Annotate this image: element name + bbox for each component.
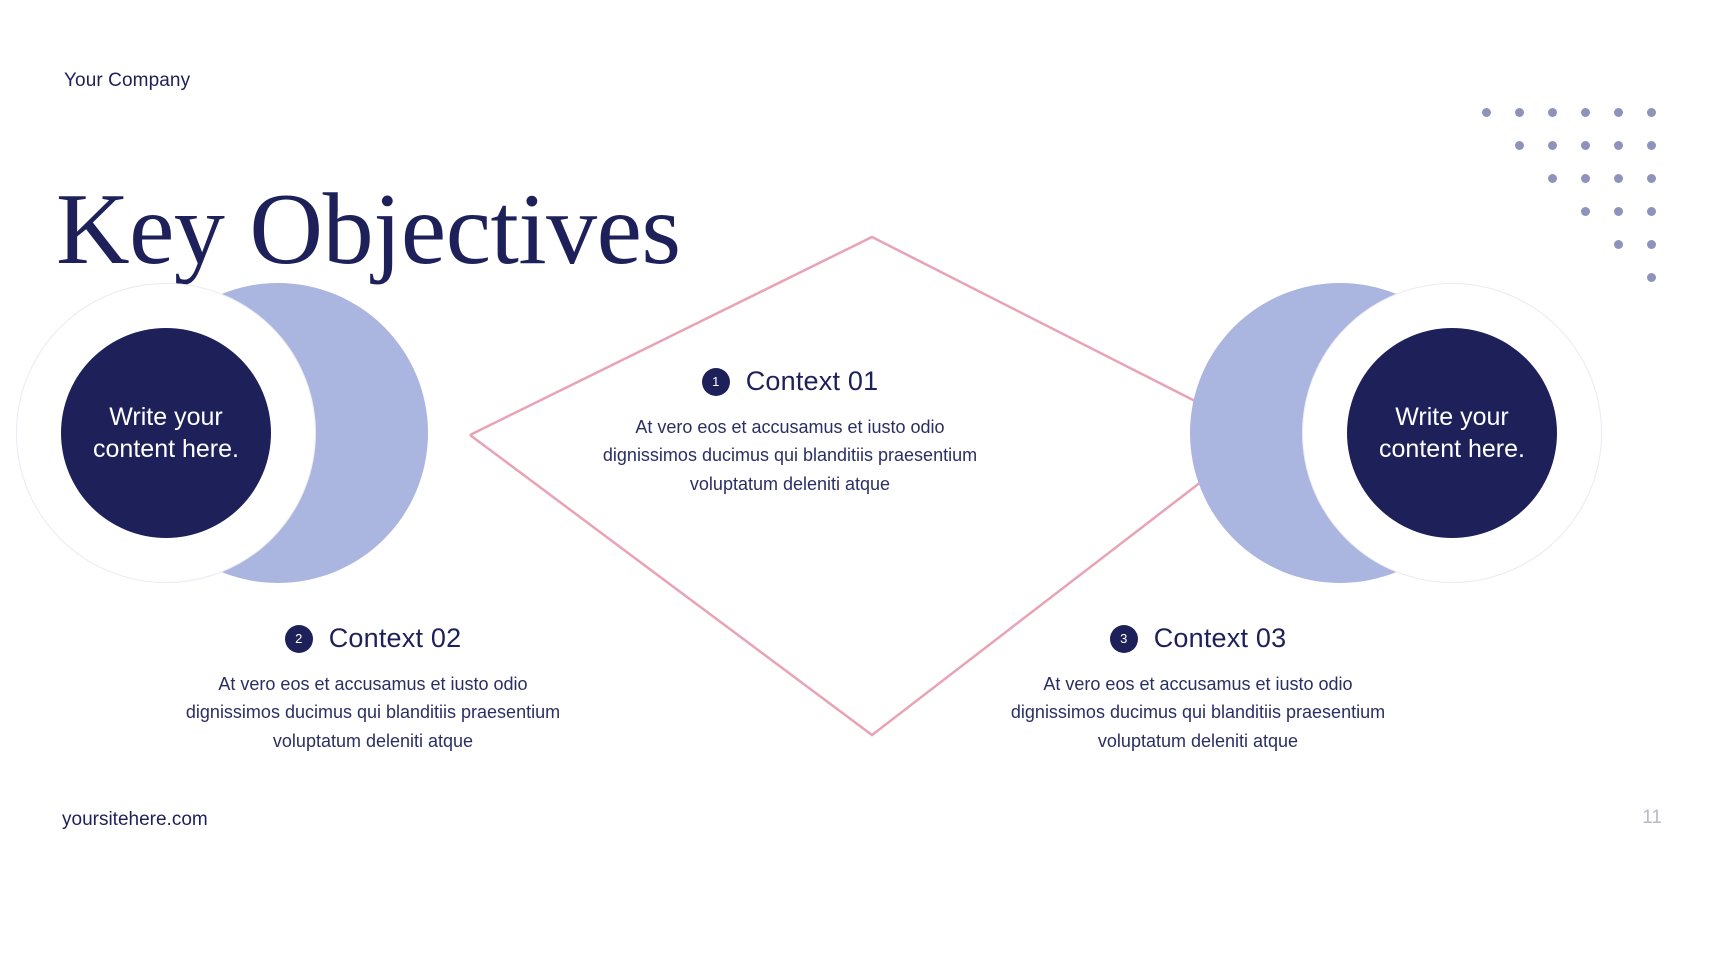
context-3-title: Context 03 xyxy=(1153,623,1287,653)
context-block-1: 1 Context 01 At vero eos et accusamus et… xyxy=(590,366,990,498)
context-2-header: 2 Context 02 xyxy=(173,623,573,654)
context-3-body: At vero eos et accusamus et iusto odio d… xyxy=(1010,674,1386,751)
grid-dot xyxy=(1482,108,1491,117)
grid-dot xyxy=(1647,108,1656,117)
context-block-2: 2 Context 02 At vero eos et accusamus et… xyxy=(173,623,573,755)
left-core-circle[interactable]: Write your content here. xyxy=(61,328,271,538)
right-circle-group: Write your content here. xyxy=(1110,283,1610,583)
page-number: 11 xyxy=(1642,807,1662,828)
left-circle-group: Write your content here. xyxy=(8,283,508,583)
left-circle-text: Write your content here. xyxy=(93,403,239,463)
grid-dot xyxy=(1548,108,1557,117)
grid-dot xyxy=(1614,174,1623,183)
grid-dot xyxy=(1647,174,1656,183)
context-2-number-badge: 2 xyxy=(284,624,313,653)
grid-dot xyxy=(1548,141,1557,150)
footer-website[interactable]: yoursitehere.com xyxy=(62,809,208,830)
grid-dot xyxy=(1581,141,1590,150)
context-1-title: Context 01 xyxy=(745,366,879,396)
context-3-header: 3 Context 03 xyxy=(998,623,1398,654)
grid-dot xyxy=(1614,207,1623,216)
context-2-body: At vero eos et accusamus et iusto odio d… xyxy=(185,674,561,751)
grid-dot xyxy=(1548,174,1557,183)
dot-grid-decoration xyxy=(1482,108,1702,298)
context-1-number-badge: 1 xyxy=(701,367,730,396)
grid-dot xyxy=(1614,141,1623,150)
grid-dot xyxy=(1515,141,1524,150)
grid-dot xyxy=(1581,174,1590,183)
grid-dot xyxy=(1614,240,1623,249)
grid-dot xyxy=(1647,207,1656,216)
context-block-3: 3 Context 03 At vero eos et accusamus et… xyxy=(998,623,1398,755)
context-3-number-badge: 3 xyxy=(1109,624,1138,653)
grid-dot xyxy=(1515,108,1524,117)
page-title: Key Objectives xyxy=(56,173,681,287)
context-1-body: At vero eos et accusamus et iusto odio d… xyxy=(602,417,978,494)
grid-dot xyxy=(1581,108,1590,117)
grid-dot xyxy=(1647,273,1656,282)
right-core-circle[interactable]: Write your content here. xyxy=(1347,328,1557,538)
grid-dot xyxy=(1647,141,1656,150)
company-label: Your Company xyxy=(64,70,191,91)
context-1-header: 1 Context 01 xyxy=(590,366,990,397)
right-circle-text: Write your content here. xyxy=(1379,403,1525,463)
context-2-title: Context 02 xyxy=(328,623,462,653)
grid-dot xyxy=(1614,108,1623,117)
grid-dot xyxy=(1581,207,1590,216)
grid-dot xyxy=(1647,240,1656,249)
